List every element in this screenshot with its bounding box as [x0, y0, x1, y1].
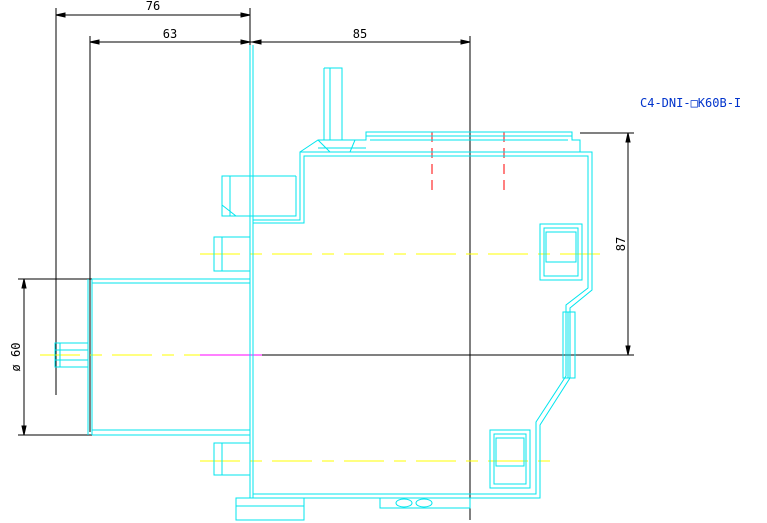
drawing-label: C4-DNI-□K60B-I — [640, 96, 741, 110]
dim-diameter-label: ø 60 — [9, 343, 23, 372]
dim-76-label: 76 — [146, 0, 160, 13]
dim-85-label: 85 — [353, 27, 367, 41]
dim-87-label: 87 — [614, 237, 628, 251]
dim-63-label: 63 — [163, 27, 177, 41]
hidden-lines — [431, 132, 505, 192]
component-outline — [54, 45, 593, 521]
dimension-lines — [18, 8, 634, 520]
